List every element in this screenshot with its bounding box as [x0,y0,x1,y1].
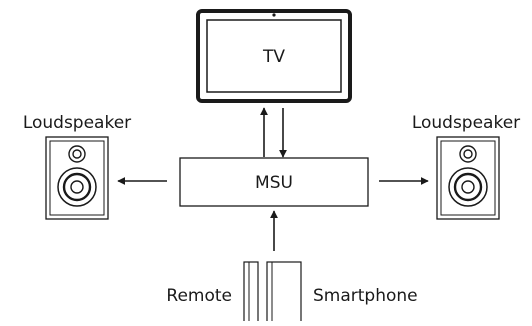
smartphone-icon [266,261,302,325]
remote-label: Remote [166,286,232,306]
msu-label: MSU [255,173,293,193]
right-loudspeaker-label: Loudspeaker [412,113,520,133]
tv-stand [246,99,302,103]
tv-label: TV [262,47,285,67]
loudspeaker-icon [436,136,500,220]
remote-icon [243,261,259,325]
loudspeaker-icon [45,136,109,220]
tv-icon [196,9,352,103]
left-loudspeaker-label: Loudspeaker [23,113,131,133]
msu-box [179,157,369,207]
smartphone-label: Smartphone [313,286,418,306]
